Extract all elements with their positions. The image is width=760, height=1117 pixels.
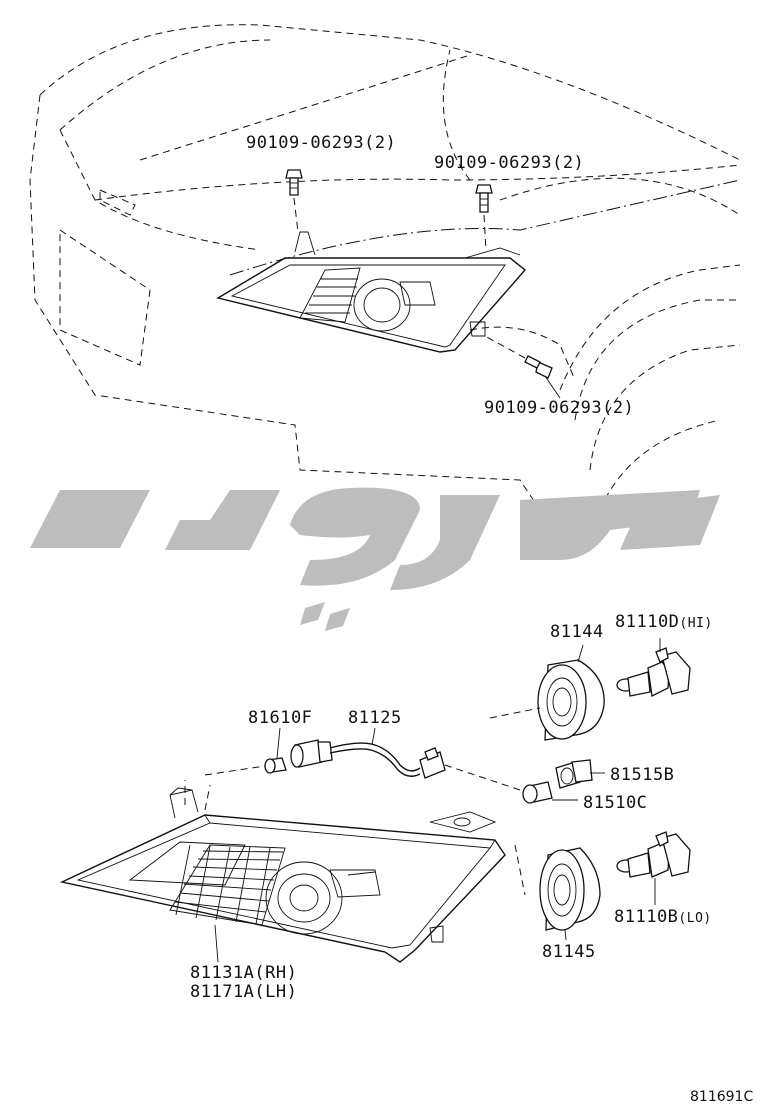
bulb-lo-icon — [616, 831, 691, 878]
label-bolt-top-left: 90109-06293(2) — [246, 133, 396, 153]
label-wire-harness: 81125 — [348, 708, 402, 728]
bolt-top-left-icon — [285, 169, 303, 233]
bolt-lower-icon — [484, 335, 561, 399]
watermark-logo — [30, 487, 720, 631]
bolt-top-right-icon — [475, 184, 493, 251]
label-bulb-hi: 81110D(HI) — [615, 612, 713, 632]
side-bulb-icon — [522, 781, 553, 804]
label-side-socket: 81515B — [610, 765, 674, 785]
headlamp-assembly — [59, 787, 506, 963]
car-body-outline — [29, 24, 741, 511]
label-bolt-top-right: 90109-06293(2) — [434, 153, 584, 173]
wire-harness-icon — [290, 739, 446, 779]
part-labels: 90109-06293(2) 90109-06293(2) 90109-0629… — [190, 133, 753, 1105]
label-socket-lo: 81145 — [542, 942, 596, 962]
side-socket-icon — [555, 759, 593, 789]
bulb-hi-icon — [616, 647, 691, 697]
label-socket-hi: 81144 — [550, 622, 604, 642]
socket-lo-icon — [539, 847, 601, 931]
label-headlamp-rh: 81131A(RH) — [190, 963, 297, 983]
label-bolt-lower: 90109-06293(2) — [484, 398, 634, 418]
socket-hi-icon — [537, 659, 605, 741]
label-small-bulb: 81610F — [248, 708, 312, 728]
diagram-reference-number: 811691C — [690, 1089, 753, 1105]
leader-lines — [184, 638, 661, 963]
label-bulb-lo: 81110B(LO) — [614, 907, 712, 927]
label-side-bulb: 81510C — [583, 793, 647, 813]
headlamp-installed — [216, 231, 527, 353]
label-headlamp-lh: 81171A(LH) — [190, 982, 297, 1002]
small-bulb-icon — [264, 757, 287, 774]
